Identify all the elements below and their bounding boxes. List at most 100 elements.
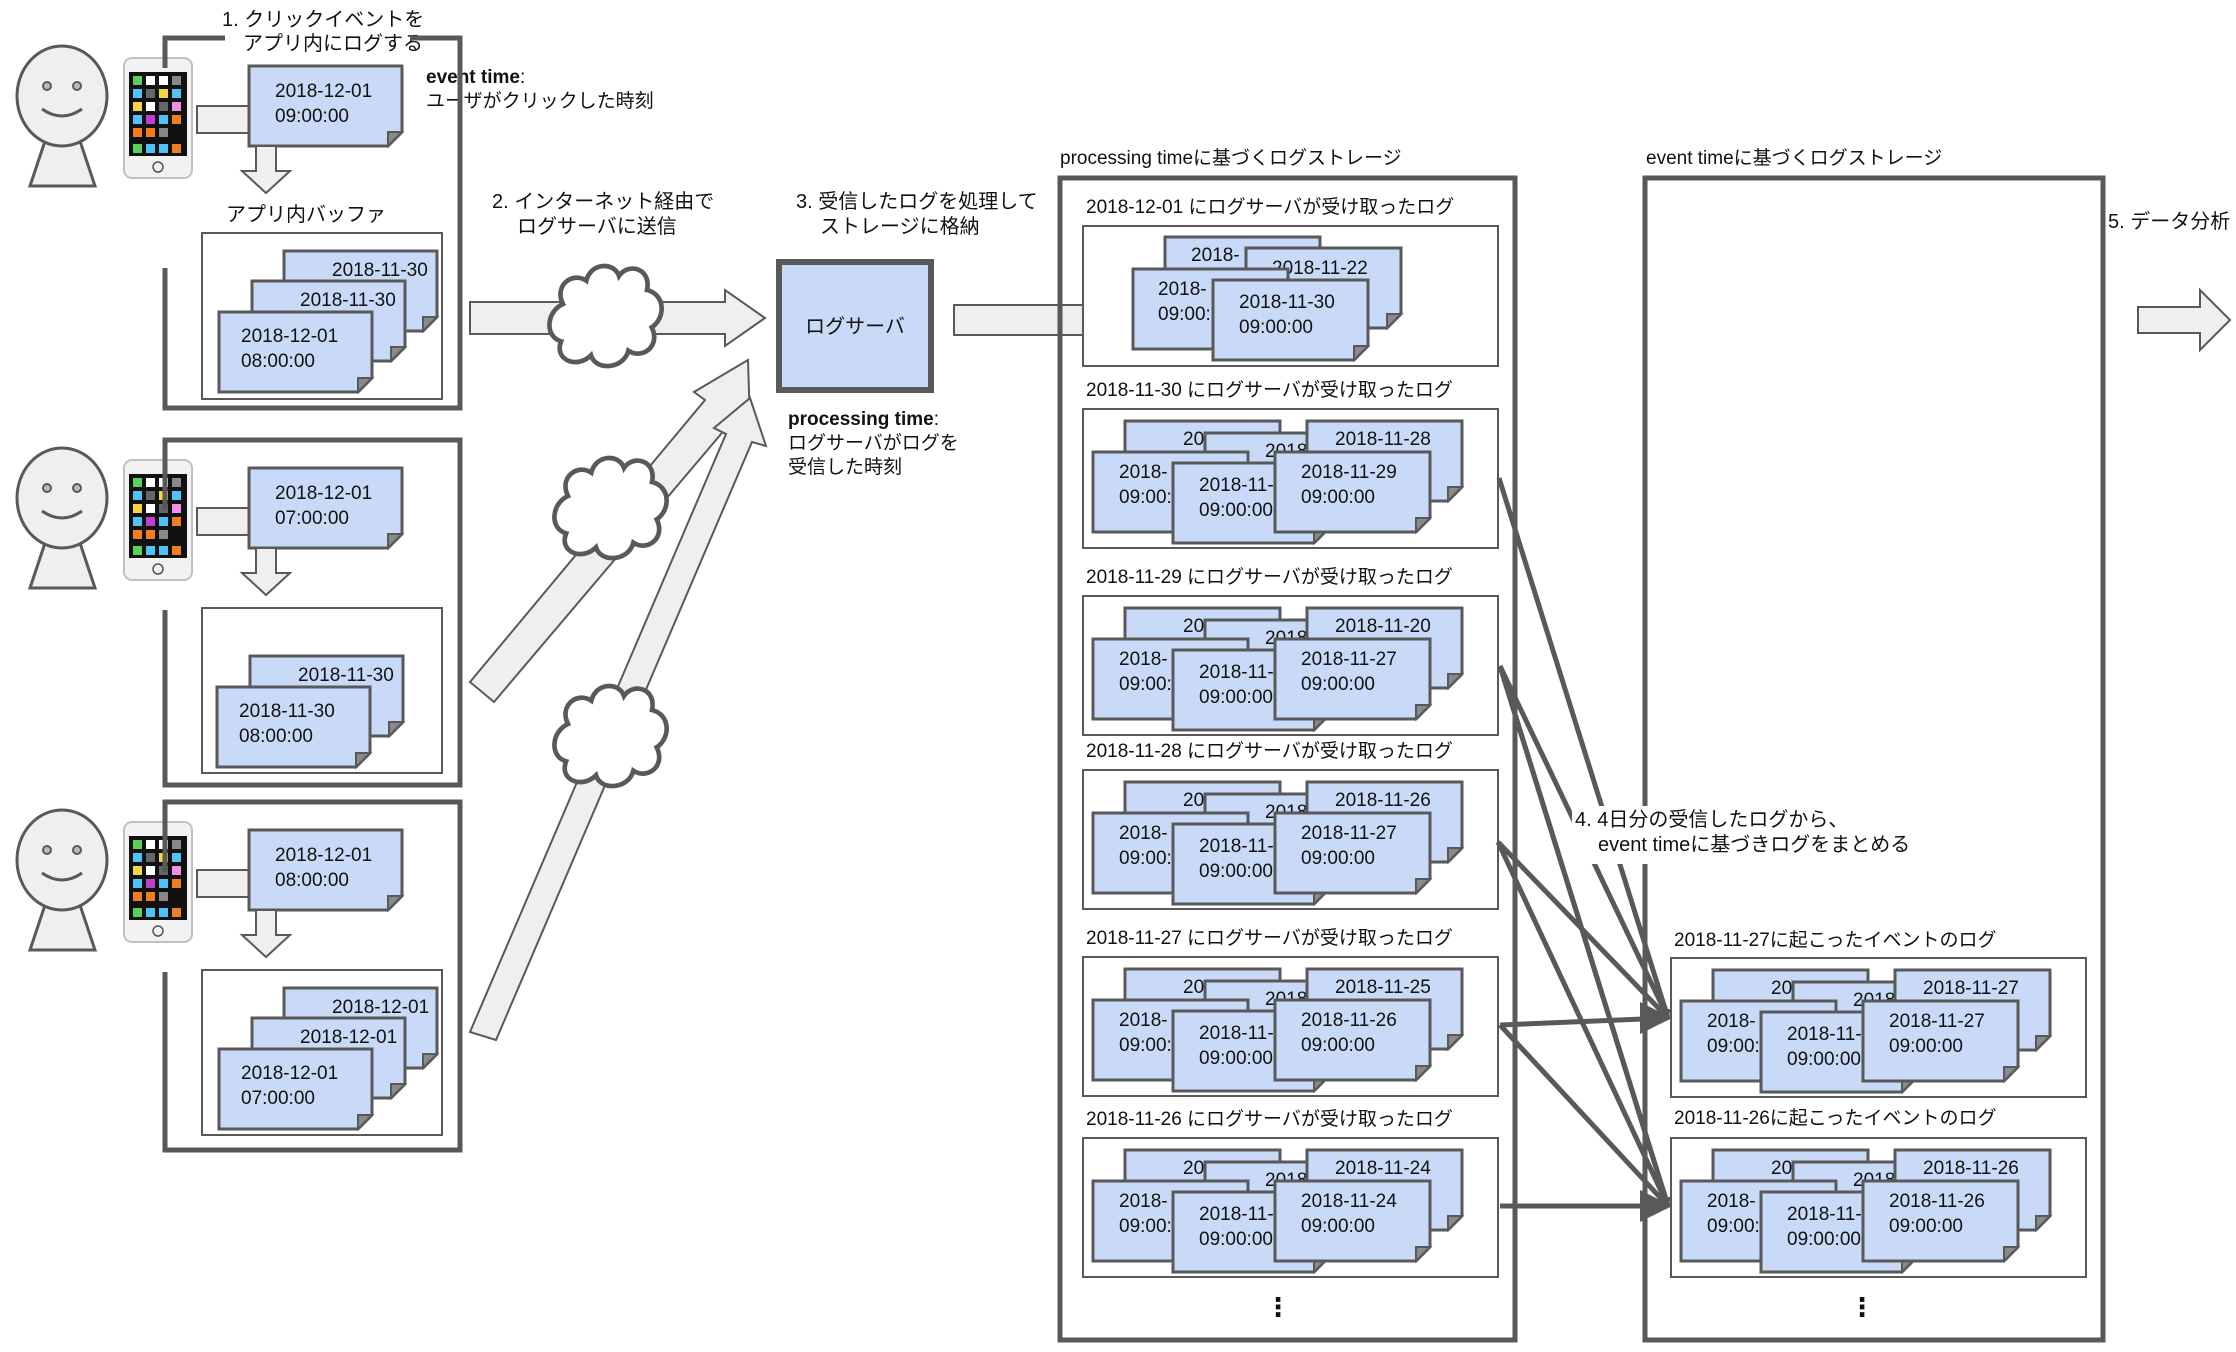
aggregation-arrow <box>1498 1023 1670 1208</box>
page-curl-icon <box>355 752 373 770</box>
processing-time-desc-line2: 受信した時刻 <box>788 456 902 478</box>
app-icon <box>172 478 181 487</box>
step-2-label: 2. インターネット経由で ログサーバに送信 <box>492 190 714 238</box>
app-icon <box>172 76 181 85</box>
dock-icon <box>133 144 142 153</box>
app-icon <box>172 517 181 526</box>
aggregation-arrow <box>1497 665 1671 1208</box>
page-curl-icon <box>1353 345 1371 363</box>
log-card-text: 2018-11-30 <box>239 701 335 722</box>
log-card-text: 2018-11-26 <box>1335 790 1431 811</box>
log-card-text: 09:00:00 <box>1889 1216 1963 1237</box>
log-card-text: 07:00:00 <box>275 508 349 529</box>
app-icon <box>146 879 155 888</box>
page-curl-icon <box>1386 313 1404 331</box>
step-3-line2: ストレージに格納 <box>820 215 980 238</box>
app-icon <box>146 491 155 500</box>
storage-group-label: 2018-11-27に起こったイベントのログ <box>1674 929 1996 951</box>
page-curl-icon <box>2035 1035 2053 1053</box>
log-card-text: 2018-11-27 <box>1889 1011 1985 1032</box>
app-icon <box>146 853 155 862</box>
event-time-desc: ユーザがクリックした時刻 <box>426 90 654 112</box>
page-curl-icon <box>357 377 375 395</box>
page-curl-icon <box>388 721 406 739</box>
page-curl-icon <box>387 895 405 913</box>
log-card-text: 09:00:00 <box>1199 500 1273 521</box>
log-card-text: 09:00:00 <box>1889 1036 1963 1057</box>
app-icon <box>172 491 181 500</box>
log-card-text: 2018- <box>1119 462 1168 483</box>
log-card-text: 2018- <box>1191 245 1240 266</box>
app-icon <box>146 517 155 526</box>
app-icon <box>159 879 168 888</box>
user-group: 2018-12-0109:00:00アプリ内バッファ2018-11-302018… <box>15 35 463 411</box>
step-3-line1: 3. 受信したログを処理して <box>796 190 1038 213</box>
log-card-text: 2018-11- <box>1199 836 1274 857</box>
user-smile <box>41 509 83 520</box>
log-card-text: 2018-11-30 <box>298 665 394 686</box>
app-icon <box>172 866 181 875</box>
page-curl-icon <box>1447 1034 1465 1052</box>
storage-group: 2018-11-28 にログサーバが受け取ったログ2018-2018-11201… <box>1082 740 1499 910</box>
app-icon <box>146 504 155 513</box>
app-icon <box>159 892 168 901</box>
user-smile <box>41 871 83 882</box>
log-card-text: 09:00: <box>1119 487 1172 508</box>
app-icon <box>146 866 155 875</box>
step-1-label: 1. クリックイベントを アプリ内にログする <box>222 8 424 55</box>
processing-storage-frame <box>1057 175 1518 1343</box>
processing-storage-title: processing timeに基づくログストレージ <box>1060 147 1402 169</box>
new-event-card: 2018-12-01 07:00:00 <box>247 466 405 551</box>
log-card-text: 2018-11-24 <box>1335 1158 1431 1179</box>
page-curl-icon <box>1447 847 1465 865</box>
log-card-text: 09:00:00 <box>1301 674 1375 695</box>
app-icon <box>146 478 155 487</box>
log-server: ログサーバ <box>776 259 934 393</box>
log-card-text: 2018-11-26 <box>1889 1191 1985 1212</box>
storage-group-label: 2018-11-29 にログサーバが受け取ったログ <box>1086 566 1453 588</box>
log-card-text: 2018-12-01 <box>300 1027 397 1048</box>
log-card-text: 2018- <box>1119 823 1168 844</box>
log-card: 2018-11-26 09:00:00 <box>1861 1179 2021 1264</box>
event-time-note: event time: ユーザがクリックした時刻 <box>426 67 654 112</box>
app-icon <box>133 478 142 487</box>
log-card-text: 2018-11- <box>1199 1023 1274 1044</box>
user-avatar <box>15 44 109 188</box>
log-card-text: 2018-12-01 <box>275 483 372 504</box>
home-button <box>152 563 164 575</box>
storage-group-label: 2018-11-26に起こったイベントのログ <box>1674 1107 1996 1129</box>
log-card-text: 2018-11-22 <box>1272 258 1368 279</box>
svg-text:processing time:: processing time: <box>788 409 939 430</box>
network-layer <box>468 266 768 1042</box>
page-curl-icon <box>390 1083 408 1101</box>
log-card-text: 09:00:00 <box>1301 1035 1375 1056</box>
app-icon <box>133 504 142 513</box>
log-card-text: 2018-11-27 <box>1301 649 1397 670</box>
user-head <box>15 808 109 912</box>
user-eye <box>42 81 52 91</box>
storage-group-2018-12-01: 2018-12-01 にログサーバが受け取ったログ2018-2018-11-22… <box>1082 196 1499 367</box>
step-2-line1: 2. インターネット経由で <box>492 190 714 213</box>
dock-icon <box>146 908 155 917</box>
app-icon <box>159 76 168 85</box>
log-card-text: 2018-11- <box>1199 475 1274 496</box>
user-head <box>15 44 109 148</box>
log-card-text: 09:00: <box>1158 304 1211 325</box>
svg-text:event time:: event time: <box>426 67 525 88</box>
dock-icon <box>133 546 142 555</box>
app-icon <box>133 853 142 862</box>
smartphone-icon <box>123 459 193 581</box>
event-group: 2018-11-26に起こったイベントのログ2018-2018-112018-1… <box>1670 1107 2087 1278</box>
app-icon <box>146 76 155 85</box>
log-card-text: 2018-11-20 <box>1335 616 1431 637</box>
log-card-text: 2018-12-01 <box>332 997 429 1018</box>
dock-icon <box>172 144 181 153</box>
log-card-text: 2018-11-27 <box>1301 823 1397 844</box>
page-curl-icon <box>1447 486 1465 504</box>
page-curl-icon <box>1415 1246 1433 1264</box>
